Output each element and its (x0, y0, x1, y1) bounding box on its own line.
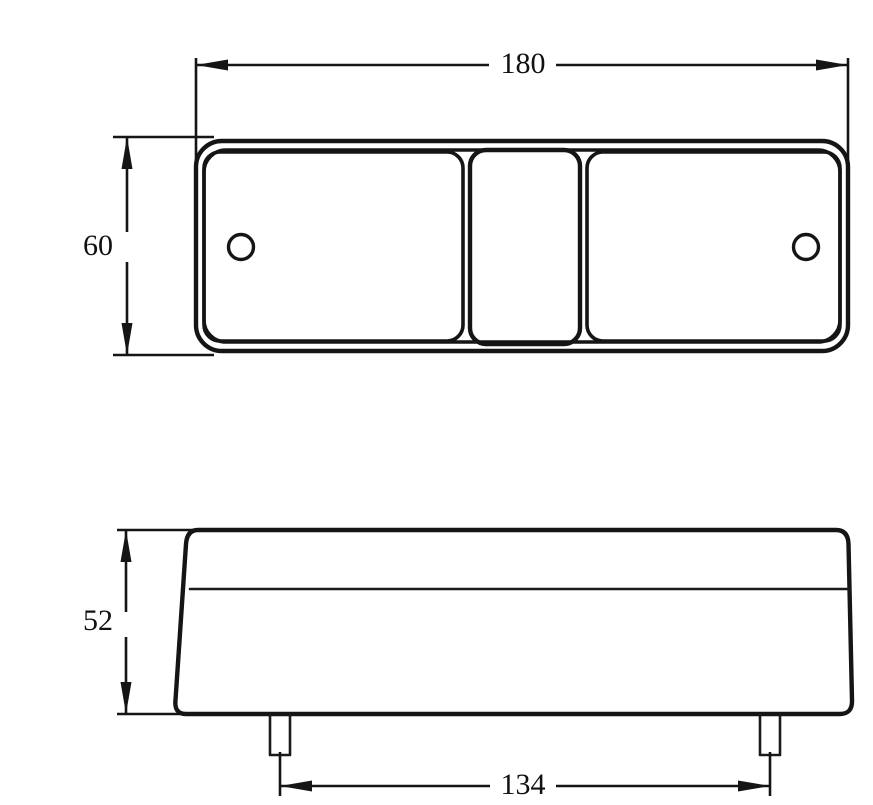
dimension-180-arrow-right (816, 59, 848, 71)
dimension-60: 60 (83, 135, 214, 357)
top-view-right-mounting-hole (791, 232, 821, 262)
top-view-inner-shell (202, 148, 842, 344)
top-view-left-mounting-hole (226, 232, 256, 262)
top-view-left-lens (202, 150, 465, 343)
top-view-centre-section (467, 147, 583, 347)
dimension-180-arrow-left (196, 59, 228, 71)
dimension-134: 134 (278, 752, 772, 801)
side-view-right-mounting-stud (758, 712, 782, 757)
dimension-52-value: 52 (83, 604, 113, 637)
top-view-group (193, 138, 851, 354)
dimension-134-value: 134 (501, 768, 546, 801)
dimension-180: 180 (194, 47, 850, 166)
dimension-52-arrow-top (120, 530, 132, 562)
dimension-60-value: 60 (83, 229, 113, 262)
dimension-60-arrow-bottom (121, 323, 133, 355)
dimension-60-arrow-top (121, 137, 133, 169)
dimension-52-arrow-bottom (120, 682, 132, 714)
side-view-group (173, 527, 855, 757)
side-view-left-mounting-stud (268, 712, 292, 757)
side-view-body-outline (173, 527, 855, 717)
top-view-outer-shell (193, 138, 851, 354)
dimension-134-arrow-right (738, 780, 770, 792)
top-view-right-lens (585, 150, 842, 343)
dimension-180-value: 180 (501, 47, 546, 80)
dimension-52: 52 (83, 528, 196, 716)
dimension-134-arrow-left (280, 780, 312, 792)
